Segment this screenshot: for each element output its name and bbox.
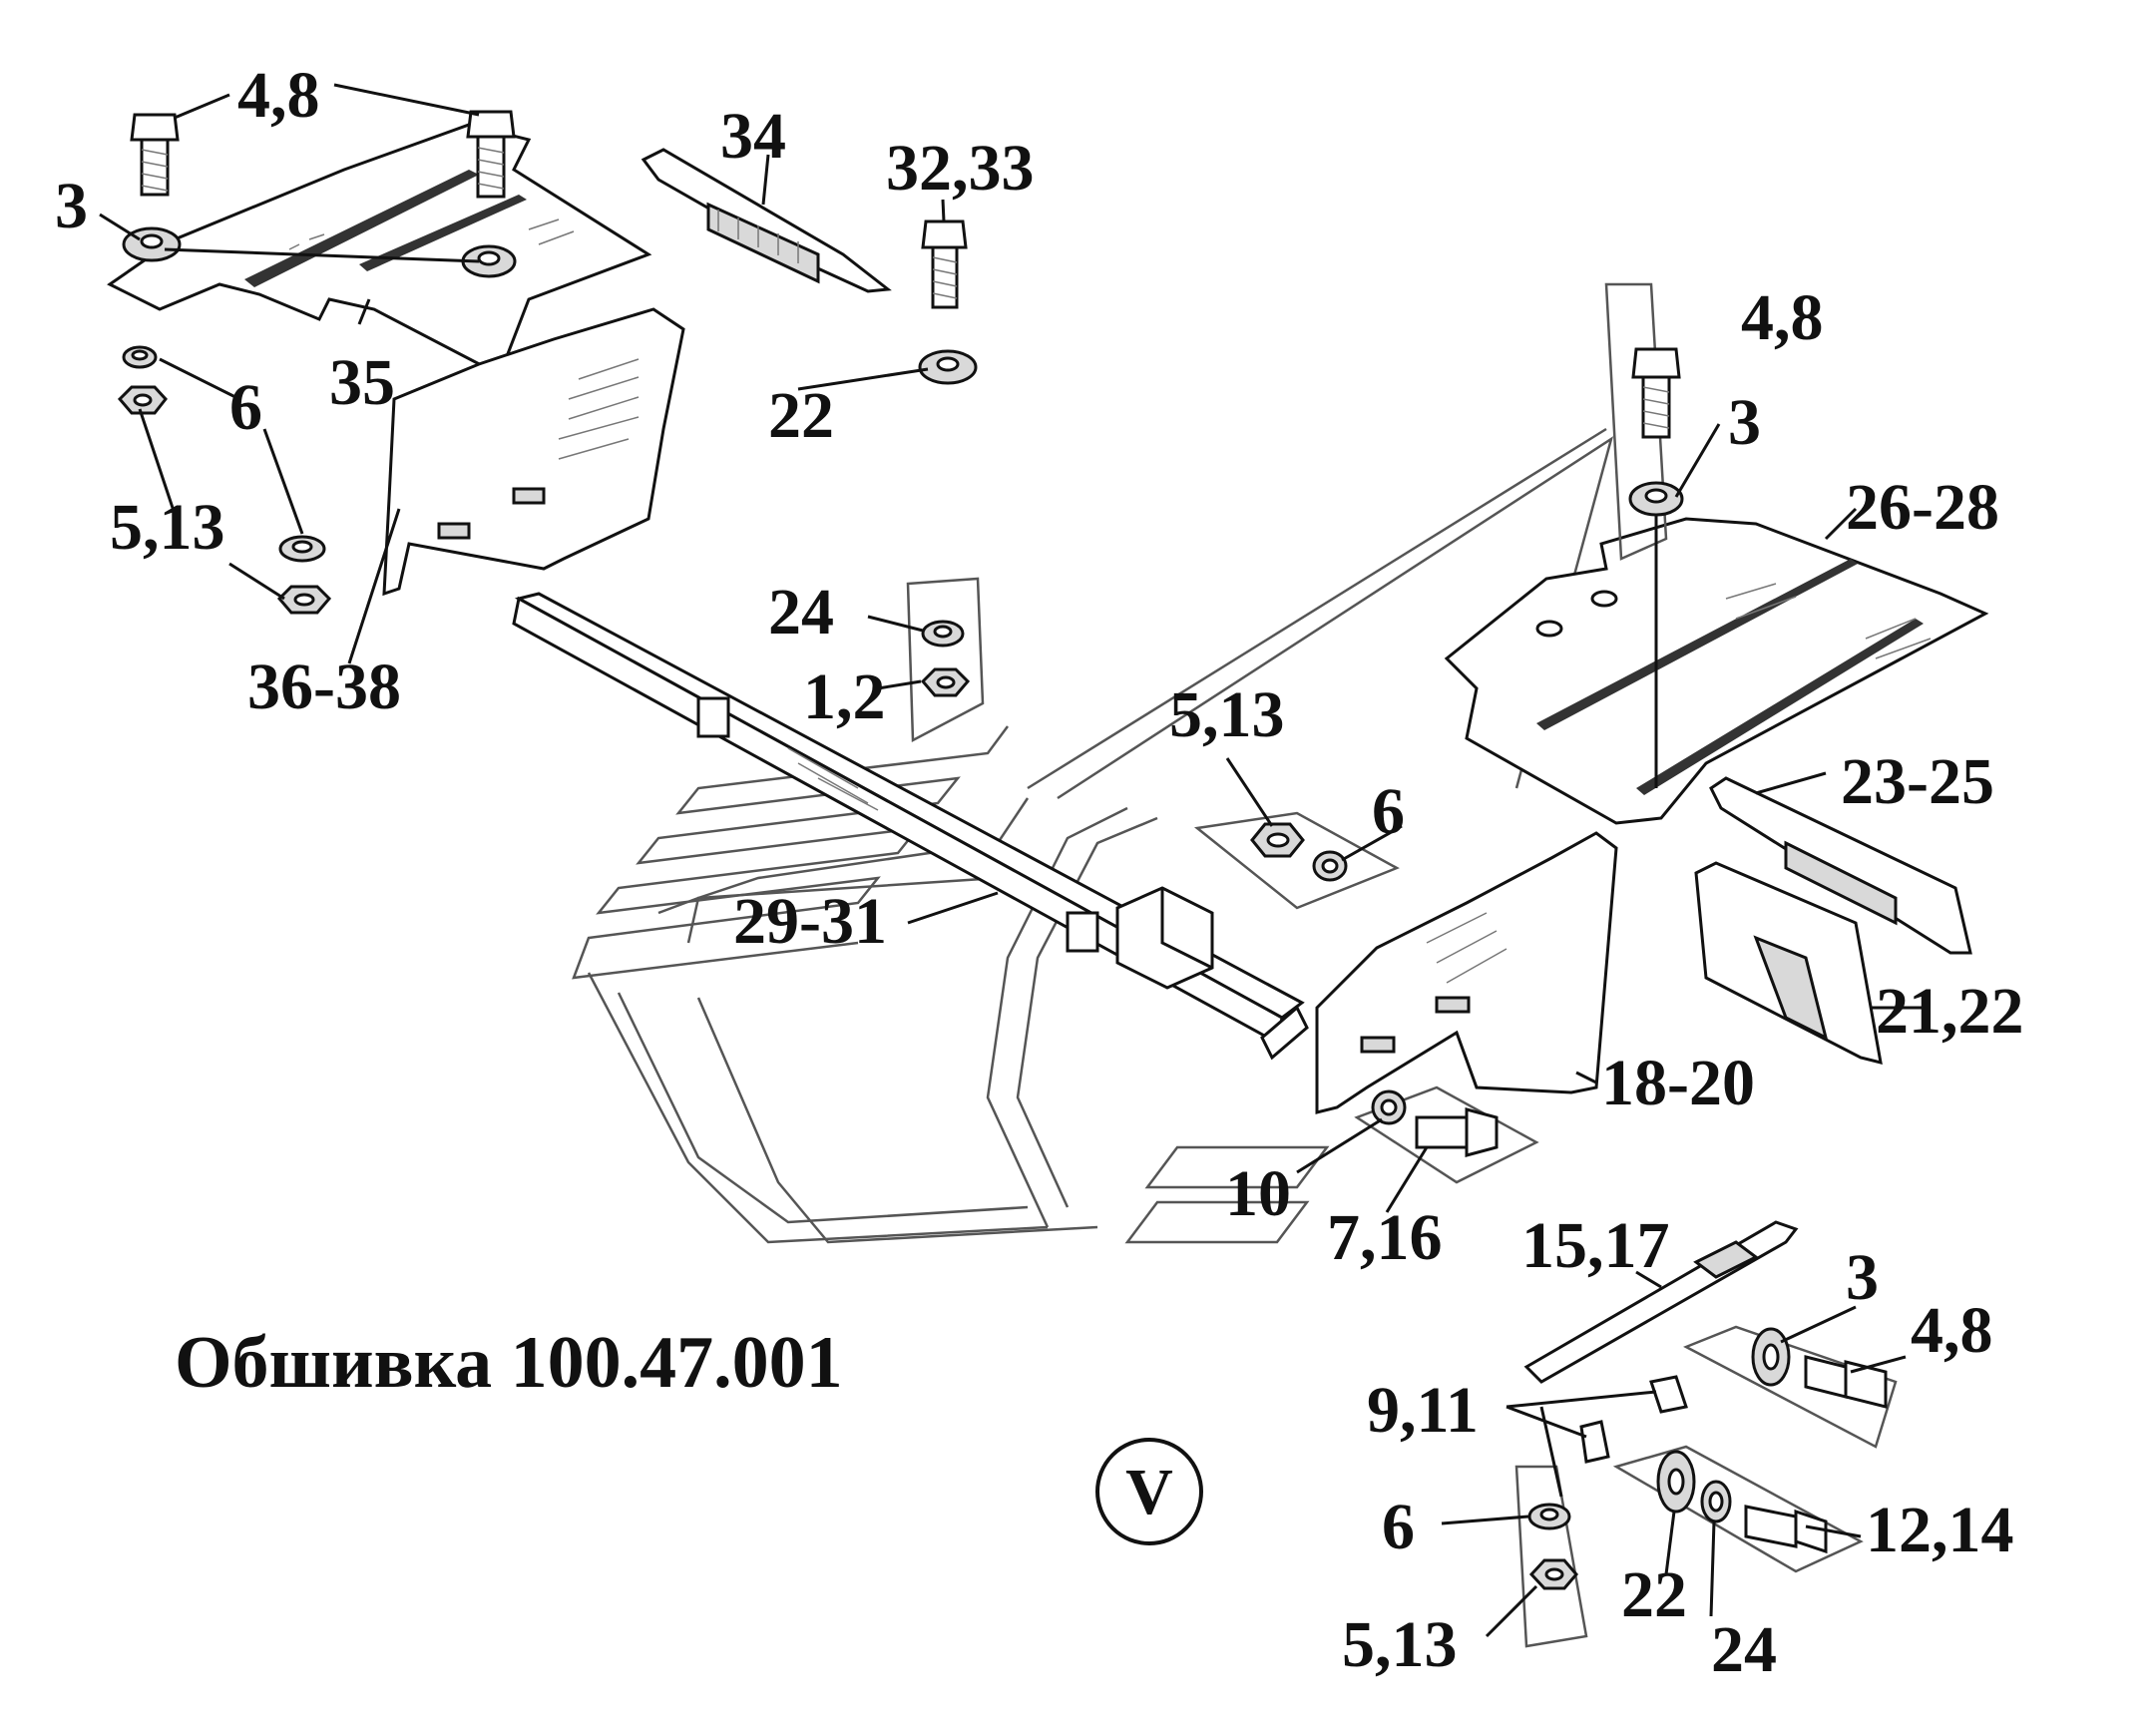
callout-label: 5,13: [1169, 678, 1285, 751]
callout-label: 3: [1728, 386, 1761, 459]
callout-label: 1,2: [803, 660, 886, 733]
callout-label: 6: [1382, 1491, 1415, 1563]
callout-label: 4,8: [237, 59, 320, 132]
bracket-plate-center: [1193, 811, 1400, 910]
side-panel-36-38: [382, 307, 685, 597]
washer-6-left-top: [122, 345, 158, 369]
callout-label: 21,22: [1876, 975, 2024, 1048]
strip-34: [641, 148, 892, 293]
leader-lines: [99, 83, 1926, 1638]
callout-label: 36-38: [247, 651, 401, 723]
floor-panel-26-28: [1444, 517, 1989, 825]
callout-label: 6: [229, 371, 262, 444]
callout-label: 22: [1621, 1558, 1687, 1631]
callout-label: 5,13: [110, 491, 225, 564]
floor-panel-35: [107, 123, 652, 371]
nut-5-13-left-top: [117, 385, 168, 415]
strip-23-25: [1709, 776, 1972, 955]
callout-label: 23-25: [1841, 745, 1994, 818]
callout-label: 5,13: [1342, 1608, 1458, 1681]
bracket-plate-bottom: [1514, 1465, 1588, 1648]
bracket-plate-right-bolt: [1604, 282, 1684, 788]
center-bracket: [1115, 886, 1214, 990]
washer-6-left-mid: [278, 535, 326, 563]
callout-label: 35: [329, 346, 395, 419]
callout-label: 18-20: [1601, 1047, 1755, 1119]
callout-label: 29-31: [733, 885, 887, 958]
bracket-plate-24-1-2: [906, 577, 985, 743]
washer-22-top: [918, 349, 978, 385]
bolt-plate-12-14: [1612, 1445, 1864, 1573]
callout-label: 3: [1846, 1241, 1879, 1314]
callout-label: 4,8: [1911, 1294, 1993, 1367]
cross-beam-29-31: [512, 592, 1309, 1061]
callout-label: 15,17: [1521, 1209, 1670, 1282]
callout-label: 9,11: [1367, 1374, 1479, 1447]
callout-label: 12,14: [1866, 1494, 2014, 1566]
view-marker: V: [1095, 1438, 1203, 1545]
side-panel-18-20: [1315, 831, 1618, 1114]
nut-5-13-left-mid: [276, 585, 332, 615]
callout-label: 6: [1372, 775, 1405, 848]
bolt-plate-7-16: [1354, 1085, 1539, 1184]
callout-label: 4,8: [1741, 281, 1824, 354]
callout-label: 24: [768, 576, 834, 649]
bolt-4-8-left: [130, 113, 180, 197]
callout-label: 32,33: [886, 132, 1035, 205]
callout-label: 34: [720, 100, 786, 173]
callout-label: 26-28: [1846, 471, 1999, 544]
diagram-title: Обшивка 100.47.001: [175, 1322, 843, 1404]
callout-label: 22: [768, 379, 834, 452]
callout-label: 24: [1711, 1613, 1777, 1686]
bolt-32-33: [921, 219, 968, 309]
callout-labels: 4,8 34 32,33 3 35 6 22 5,13 24 1,2 36-38…: [55, 59, 2024, 1686]
bolt-plate-4-8-bottom: [1683, 1325, 1898, 1449]
cab-floor-ghost-outline: [572, 427, 1614, 1244]
callout-label: 10: [1225, 1157, 1291, 1230]
mat-21-22: [1694, 861, 1883, 1066]
strip-15-17: [1523, 1220, 1799, 1384]
clips-9-11: [1579, 1375, 1688, 1464]
view-marker-label: V: [1125, 1456, 1173, 1528]
bolt-4-8-right: [466, 110, 516, 199]
callout-label: 7,16: [1327, 1201, 1443, 1274]
callout-label: 3: [55, 170, 88, 242]
